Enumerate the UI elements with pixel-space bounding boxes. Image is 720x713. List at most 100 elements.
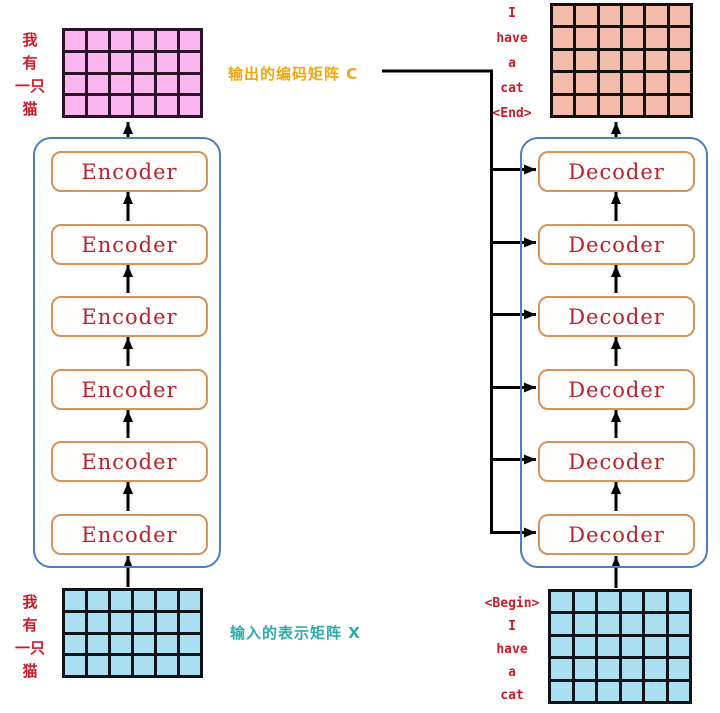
matrix-cell [576,28,597,48]
matrix-cell [646,28,667,48]
matrix-cell [623,95,644,115]
decoder-box-label: Decoder [568,522,665,547]
matrix-cell [598,592,619,612]
matrix-cell [621,592,642,612]
token: 猫 [22,662,38,680]
matrix-cell [553,73,574,93]
encoder-box-1: Encoder [51,151,208,192]
token: I [508,619,516,634]
encoder-output-matrix [62,28,203,118]
encoder-box-4: Encoder [51,369,208,410]
decoder-box-4: Decoder [538,369,695,410]
matrix-cell [669,28,690,48]
matrix-cell [599,50,620,71]
matrix-cell [134,656,154,675]
matrix-cell [645,614,666,634]
matrix-cell [157,612,177,632]
source-tokens-bottom: 我有一只猫 [4,591,56,683]
token: <End> [492,106,532,121]
matrix-cell [599,28,620,48]
decoder-box-label: Decoder [568,377,665,402]
matrix-cell [646,73,667,93]
matrix-cell [645,681,666,701]
matrix-cell [598,681,619,701]
matrix-cell [599,73,620,93]
matrix-cell [111,96,131,115]
matrix-cell [111,656,131,675]
matrix-cell [157,634,177,654]
encoder-box-label: Encoder [81,304,178,329]
token: I [508,6,516,21]
decoder-box-3: Decoder [538,296,695,337]
matrix-cell [646,50,667,71]
matrix-cell [88,74,108,94]
encoder-box-2: Encoder [51,224,208,265]
matrix-cell [574,681,595,701]
matrix-cell [574,592,595,612]
matrix-cell [157,74,177,94]
matrix-cell [180,656,200,675]
matrix-cell [599,6,620,26]
matrix-cell [65,31,85,50]
decoder-box-5: Decoder [538,441,695,482]
matrix-cell [157,96,177,115]
matrix-cell [134,591,154,610]
matrix-cell [65,634,85,654]
decoder-box-2: Decoder [538,224,695,265]
matrix-cell [134,634,154,654]
matrix-cell [574,614,595,634]
token: 一只 [14,639,45,657]
decoder-input-matrix [548,589,692,704]
token: cat [500,81,524,96]
token: 有 [22,616,38,634]
matrix-cell [668,681,689,701]
matrix-cell [88,656,108,675]
token: have [496,642,528,657]
matrix-cell [65,656,85,675]
matrix-cell [623,50,644,71]
matrix-cell [65,612,85,632]
matrix-cell [111,31,131,50]
matrix-cell [88,96,108,115]
matrix-cell [668,592,689,612]
matrix-cell [551,592,572,612]
matrix-cell [646,6,667,26]
matrix-cell [180,612,200,632]
matrix-cell [65,52,85,72]
matrix-cell [669,6,690,26]
matrix-cell [621,659,642,679]
matrix-cell [623,6,644,26]
matrix-cell [111,634,131,654]
matrix-cell [621,636,642,657]
matrix-cell [157,31,177,50]
matrix-cell [551,681,572,701]
token: 一只 [14,77,45,95]
matrix-cell [111,591,131,610]
matrix-cell [134,74,154,94]
matrix-cell [88,591,108,610]
decoder-box-1: Decoder [538,151,695,192]
decoder-box-label: Decoder [568,159,665,184]
matrix-cell [134,96,154,115]
matrix-cell [65,591,85,610]
matrix-cell [553,95,574,115]
matrix-cell [599,95,620,115]
matrix-cell [88,634,108,654]
token: cat [500,688,524,703]
matrix-cell [576,50,597,71]
matrix-cell [669,95,690,115]
matrix-cell [180,74,200,94]
encoder-box-label: Encoder [81,159,178,184]
token: 猫 [22,100,38,118]
matrix-cell [88,31,108,50]
matrix-cell [134,52,154,72]
matrix-cell [621,681,642,701]
decoder-output-matrix [550,3,693,118]
encoder-output-label: 输出的编码矩阵 C [228,65,359,83]
matrix-cell [180,634,200,654]
matrix-cell [551,659,572,679]
matrix-cell [598,614,619,634]
matrix-cell [180,96,200,115]
